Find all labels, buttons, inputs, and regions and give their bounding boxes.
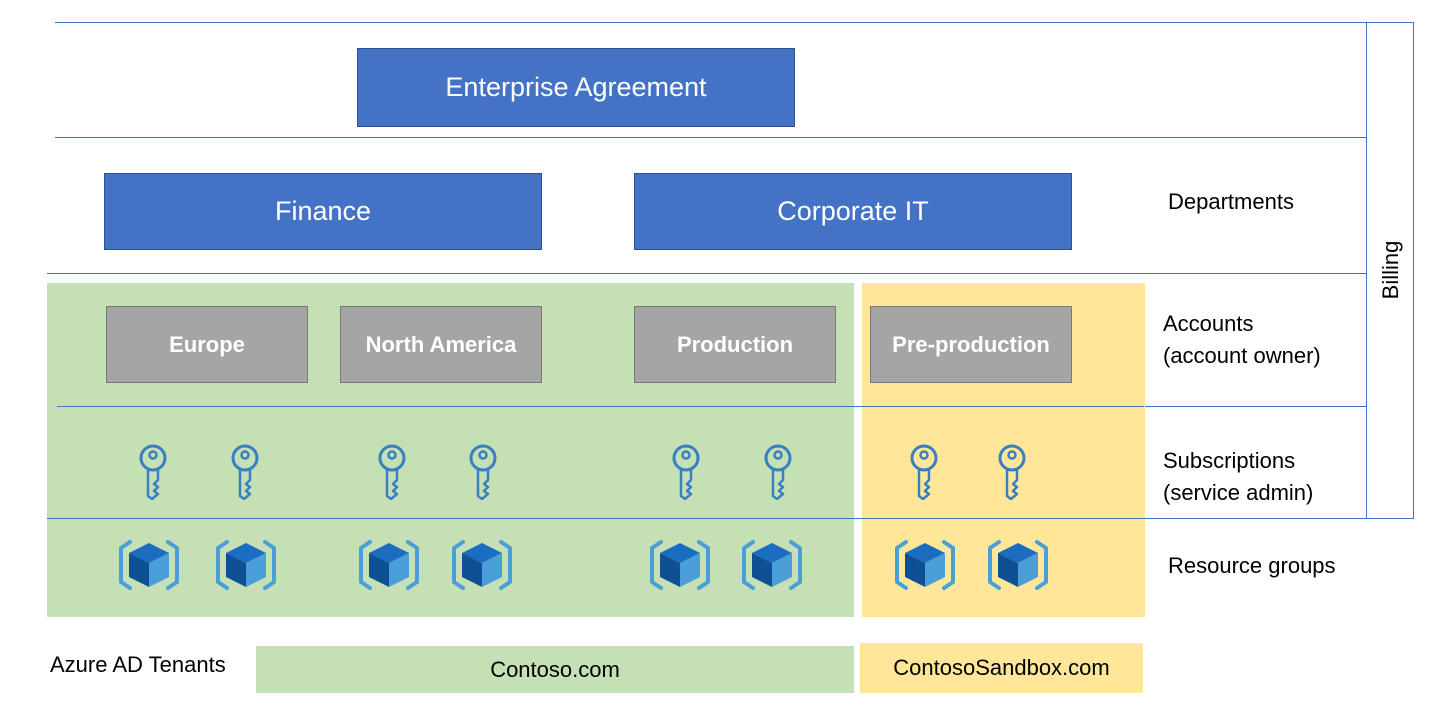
resource-group-cube-icon xyxy=(118,538,180,592)
subscriptions-side-label: Subscriptions (service admin) xyxy=(1163,445,1313,509)
account-pre-production-label: Pre-production xyxy=(892,331,1050,357)
azure-ad-tenants-label: Azure AD Tenants xyxy=(50,652,226,677)
key-icon xyxy=(670,444,702,500)
accounts-side-label-line2: (account owner) xyxy=(1163,343,1321,368)
key-icon xyxy=(467,444,499,500)
account-europe-label: Europe xyxy=(169,331,245,357)
finance-department-box: Finance xyxy=(104,173,542,250)
account-north-america-box: North America xyxy=(340,306,542,383)
account-production-label: Production xyxy=(676,331,794,357)
account-pre-production-box: Pre-production xyxy=(870,306,1072,383)
enterprise-agreement-box: Enterprise Agreement xyxy=(357,48,795,127)
resource-group-cube-icon xyxy=(451,538,513,592)
account-north-america-label: North America xyxy=(365,331,517,357)
accounts-side-label-line1: Accounts xyxy=(1163,311,1254,336)
key-icon xyxy=(762,444,794,500)
resource-group-cube-icon xyxy=(894,538,956,592)
key-icon xyxy=(229,444,261,500)
separator-departments xyxy=(55,137,1366,138)
corporate-it-department-box: Corporate IT xyxy=(634,173,1072,250)
separator-resource-groups-overlay xyxy=(47,518,1145,519)
resource-group-cube-icon xyxy=(649,538,711,592)
billing-line-outer xyxy=(1413,22,1414,519)
subscriptions-side-label-line2: (service admin) xyxy=(1163,480,1314,505)
accounts-side-label: Accounts (account owner) xyxy=(1163,308,1321,372)
resource-group-cube-icon xyxy=(741,538,803,592)
resource-group-cube-icon xyxy=(215,538,277,592)
key-icon xyxy=(908,444,940,500)
tenant-contoso-label: Contoso.com xyxy=(490,656,620,682)
account-europe-box: Europe xyxy=(106,306,308,383)
resource-group-cube-icon xyxy=(987,538,1049,592)
enterprise-agreement-label: Enterprise Agreement xyxy=(445,72,707,102)
resource-group-cube-icon xyxy=(358,538,420,592)
key-icon xyxy=(137,444,169,500)
separator-subscriptions-overlay xyxy=(57,406,1144,407)
account-production-box: Production xyxy=(634,306,836,383)
departments-side-label: Departments xyxy=(1168,189,1294,214)
resource-groups-side-label: Resource groups xyxy=(1168,553,1336,578)
finance-label: Finance xyxy=(274,196,372,226)
separator-top xyxy=(55,22,1414,23)
subscriptions-side-label-line1: Subscriptions xyxy=(1163,448,1296,473)
key-icon xyxy=(376,444,408,500)
key-icon xyxy=(996,444,1028,500)
tenant-contoso-sandbox: ContosoSandbox.com xyxy=(860,643,1143,693)
billing-line-inner xyxy=(1366,22,1367,519)
tenant-sandbox-label: ContosoSandbox.com xyxy=(893,655,1110,680)
corporate-it-label: Corporate IT xyxy=(777,196,929,226)
separator-accounts xyxy=(47,273,1366,274)
tenant-contoso: Contoso.com xyxy=(256,646,854,693)
billing-label: Billing xyxy=(1378,240,1403,300)
